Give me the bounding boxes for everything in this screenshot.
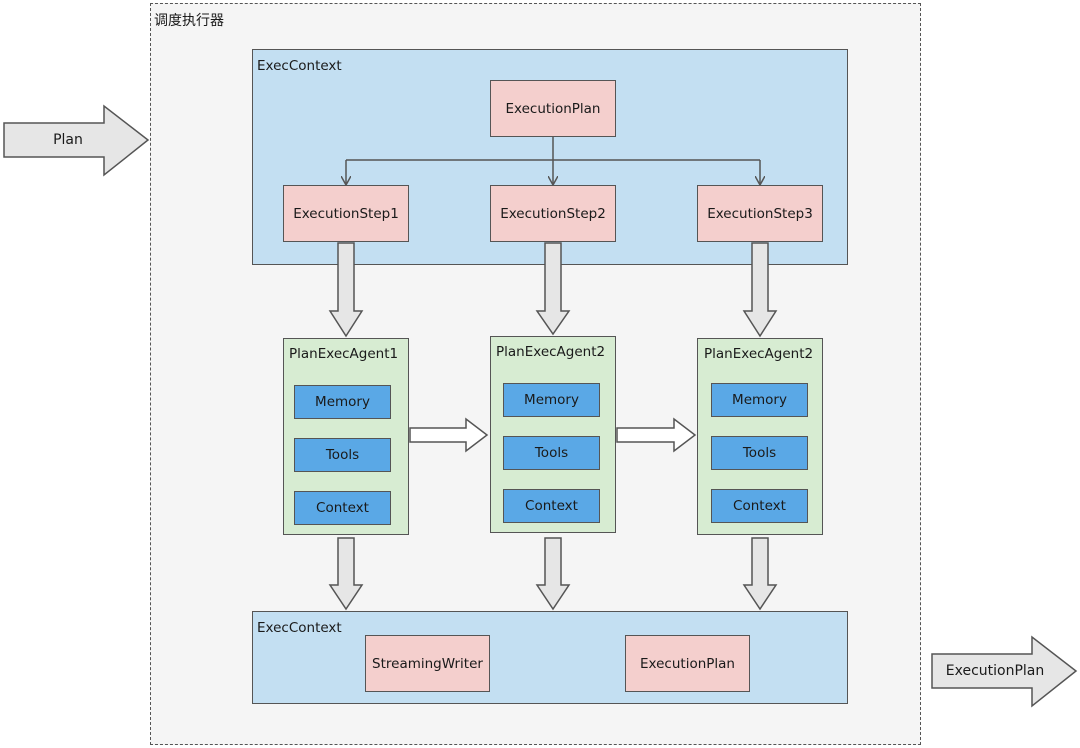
execution-step-1: ExecutionStep1 <box>283 185 409 242</box>
input-label: Plan <box>53 132 83 148</box>
bottom-execution-plan: ExecutionPlan <box>625 635 750 692</box>
agent-1-title: PlanExecAgent1 <box>289 346 399 362</box>
top-exec-context-label: ExecContext <box>257 58 342 74</box>
agent-3-title: PlanExecAgent2 <box>704 346 814 362</box>
agent-2-context: Context <box>503 489 600 523</box>
agent-1-tools: Tools <box>294 438 391 472</box>
scheduler-title: 调度执行器 <box>154 13 224 29</box>
agent-2-memory: Memory <box>503 383 600 417</box>
agent-3-tools: Tools <box>711 436 808 470</box>
execution-step-3: ExecutionStep3 <box>697 185 823 242</box>
streaming-writer: StreamingWriter <box>365 635 490 692</box>
agent-2-tools: Tools <box>503 436 600 470</box>
agent-3-context: Context <box>711 489 808 523</box>
agent-2-title: PlanExecAgent2 <box>496 344 606 360</box>
agent-1-context: Context <box>294 491 391 525</box>
output-label: ExecutionPlan <box>945 663 1045 679</box>
agent-1-memory: Memory <box>294 385 391 419</box>
execution-step-2: ExecutionStep2 <box>490 185 616 242</box>
agent-3-memory: Memory <box>711 383 808 417</box>
bottom-exec-context-label: ExecContext <box>257 620 342 636</box>
top-execution-plan: ExecutionPlan <box>490 80 616 137</box>
